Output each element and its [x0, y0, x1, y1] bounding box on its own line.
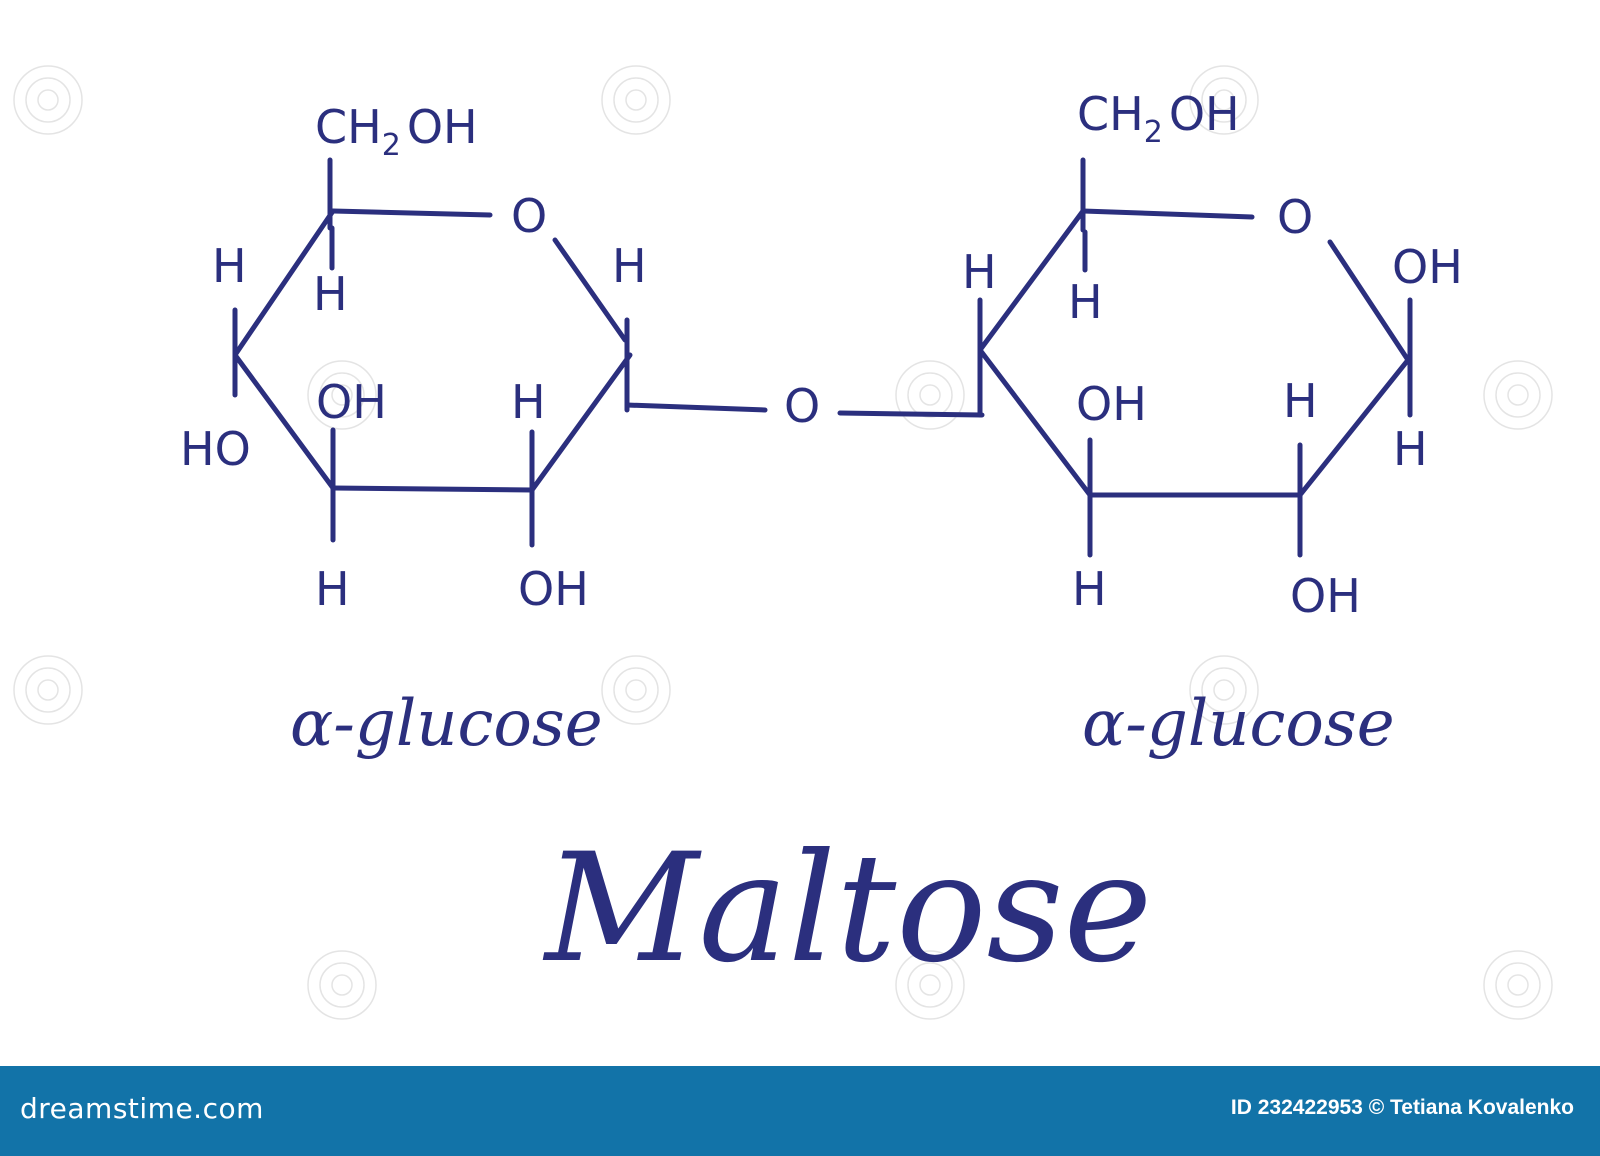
left-h-c3: H: [315, 562, 350, 616]
right-ring-oxygen: O: [1277, 190, 1313, 244]
left-ring-bond-c2-c3: [330, 485, 535, 493]
left-ring-bond-o-c1: [552, 237, 628, 343]
right-oh-c1: OH: [1392, 240, 1463, 294]
right-substituent-bonds: [837, 157, 1413, 558]
left-h-c5: H: [313, 267, 348, 321]
right-ring-bonds: [977, 208, 1411, 498]
right-bond-glycosidic: [837, 410, 985, 418]
left-oh-c2: OH: [518, 562, 589, 616]
right-h-c2-inner: H: [1283, 374, 1318, 428]
right-h-c4-top: H: [962, 245, 997, 299]
left-bond-glycosidic: [624, 402, 768, 413]
molecule-title: Maltose: [542, 822, 1152, 996]
left-ring-bond-c5-o: [330, 208, 493, 218]
right-ring-bond-c1-c2: [1297, 357, 1411, 498]
right-unit-name: α-glucose: [1082, 687, 1395, 761]
watermark-footer-bar: dreamstime.com ID 232422953 © Tetiana Ko…: [0, 1066, 1600, 1156]
right-ring-bond-o-c1: [1327, 239, 1411, 363]
left-ring-bond-c1-c2: [529, 352, 633, 493]
left-ring-bond-c4-c5: [232, 208, 336, 358]
right-ring-bond-c4-c5: [977, 208, 1086, 353]
left-oh-c3-inner: OH: [316, 375, 387, 429]
left-substituent-bonds: [232, 157, 768, 548]
right-oh-c3-inner: OH: [1076, 377, 1147, 431]
left-ho-c4: HO: [180, 422, 251, 476]
footer-credit: ID 232422953 © Tetiana Kovalenko: [1230, 1096, 1574, 1119]
left-h-c2-inner: H: [511, 375, 546, 429]
right-h-c3: H: [1072, 562, 1107, 616]
right-oh-c2: OH: [1290, 569, 1361, 623]
left-unit-name: α-glucose: [290, 687, 603, 761]
right-h-c1-bottom: H: [1393, 422, 1428, 476]
right-ring-bond-c3-c4: [977, 347, 1093, 498]
left-ring-bond-c3-c4: [232, 352, 336, 491]
left-ring-oxygen: O: [511, 189, 547, 243]
watermark-pattern: [13, 65, 1553, 1020]
bridge-oxygen: O: [784, 379, 820, 433]
left-ring-bonds: [232, 208, 633, 493]
footer-brand: dreamstime.com: [20, 1092, 264, 1125]
left-h-c1: H: [612, 239, 647, 293]
right-h-c5: H: [1068, 275, 1103, 329]
right-ring-bond-c5-o: [1080, 208, 1255, 220]
left-h-c4-top: H: [212, 239, 247, 293]
